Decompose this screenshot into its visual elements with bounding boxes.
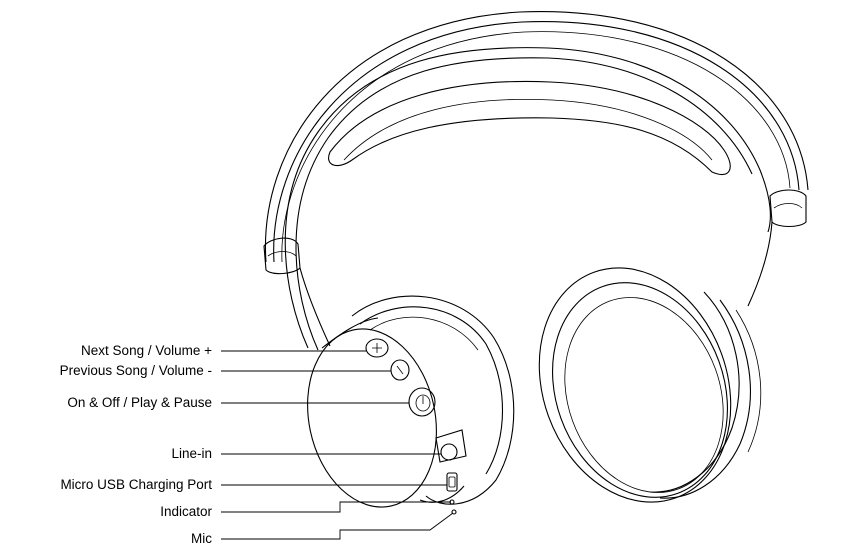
callout-micro-usb-charging-port: Micro USB Charging Port <box>60 477 212 492</box>
left-ear-cup <box>307 295 515 515</box>
callout-on-off-play-pause: On & Off / Play & Pause <box>67 395 212 410</box>
next-song-volume-up-button <box>365 338 389 358</box>
headband <box>264 11 809 351</box>
callout-mic: Mic <box>191 531 212 546</box>
micro-usb-port <box>446 472 458 492</box>
right-ear-cup <box>538 267 762 503</box>
headband-sliders <box>263 189 807 347</box>
power-play-pause-button <box>408 387 436 417</box>
callout-next-song-volume-up: Next Song / Volume + <box>81 343 212 358</box>
previous-song-volume-down-button <box>390 359 410 381</box>
callout-line-in: Line-in <box>171 446 212 461</box>
callout-leaders <box>221 350 454 540</box>
callout-previous-song-volume-down: Previous Song / Volume - <box>59 363 212 378</box>
microphone-hole <box>451 509 457 515</box>
line-in-jack <box>435 429 467 463</box>
leader-mic <box>221 512 454 540</box>
callout-indicator: Indicator <box>160 504 212 519</box>
leader-indicator <box>221 501 451 513</box>
